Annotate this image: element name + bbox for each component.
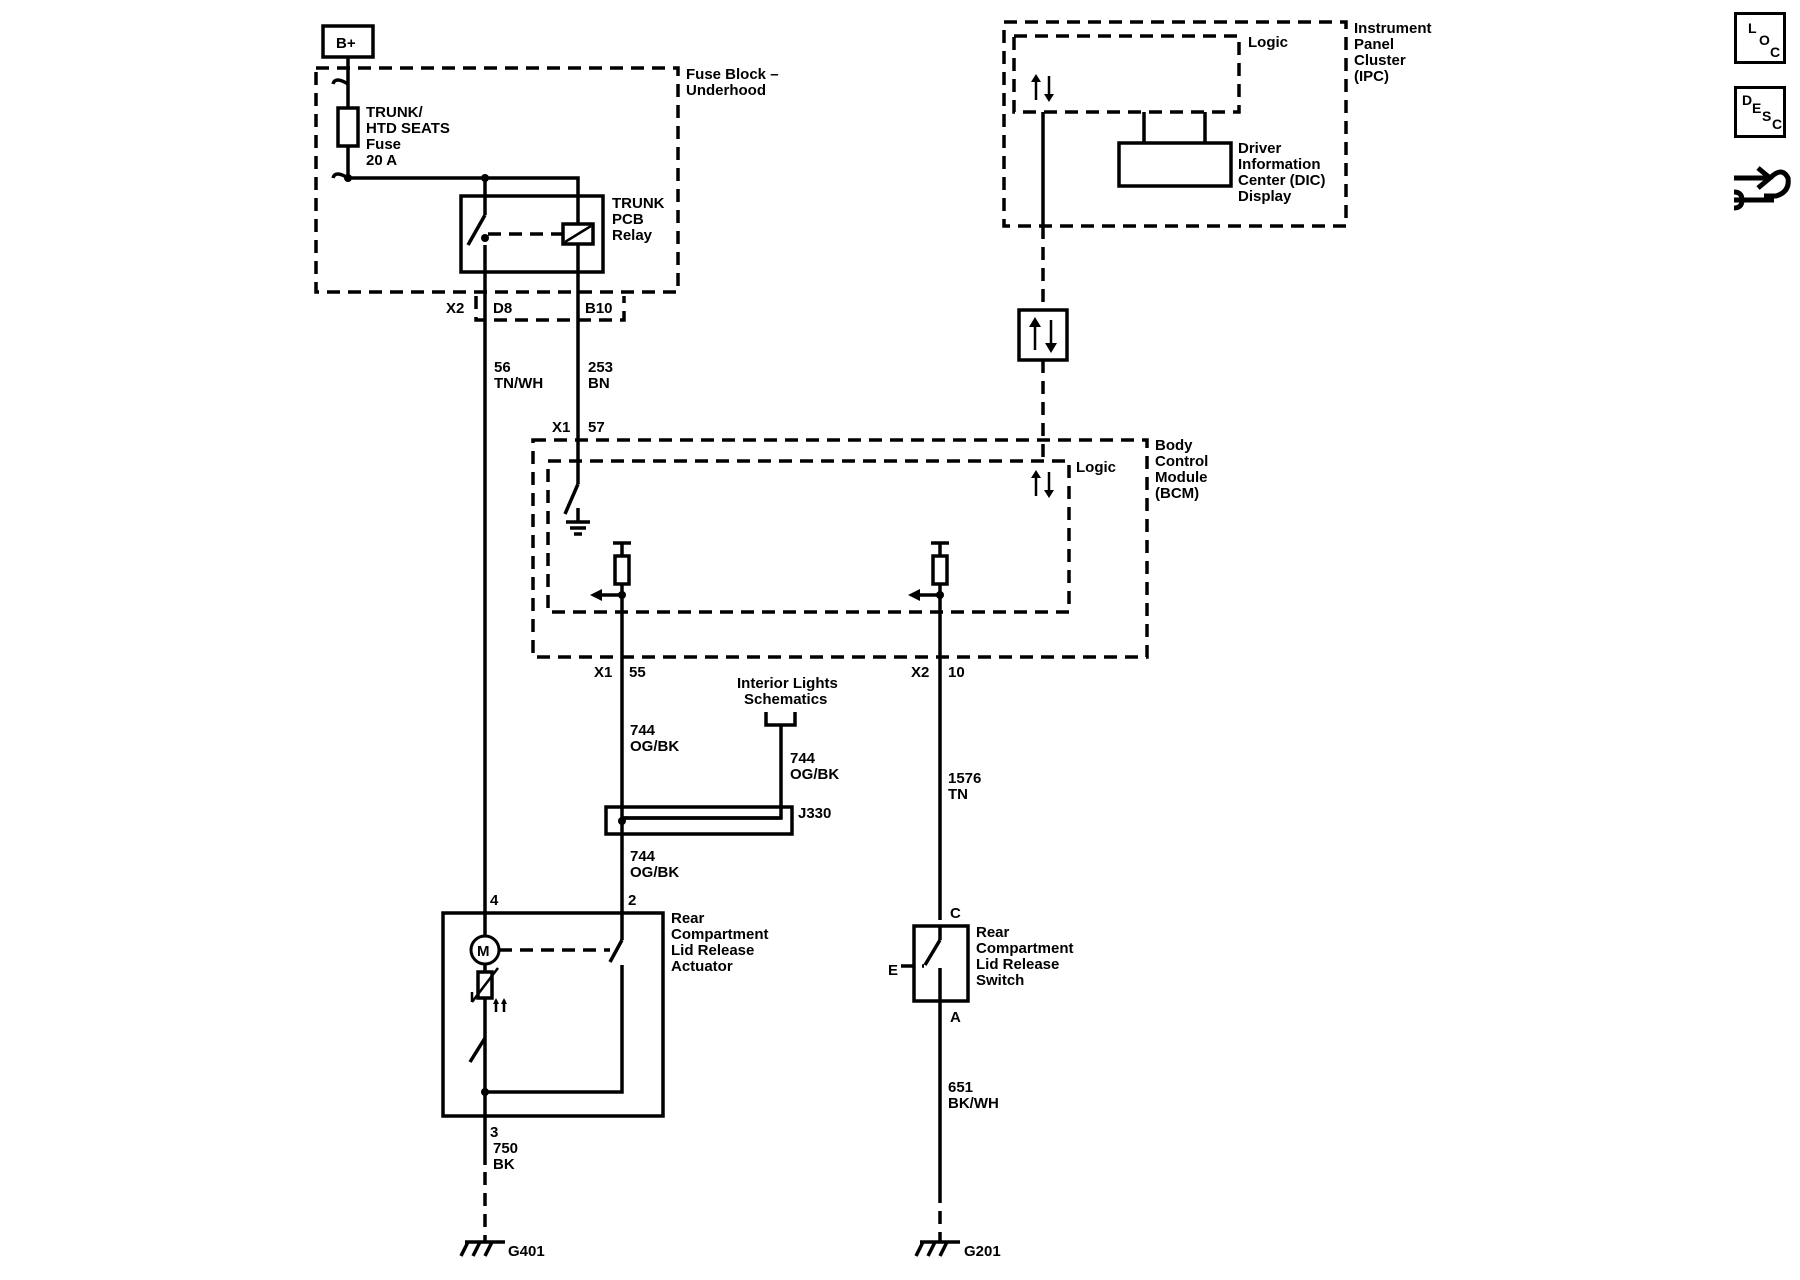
wire-744b-num: 744	[790, 750, 816, 767]
serial-data-symbol	[1017, 308, 1069, 362]
description-button[interactable]: D E S C	[1734, 86, 1786, 138]
bcm-x2-bottom: X2	[911, 664, 929, 681]
actuator-pin-3: 3	[490, 1124, 498, 1141]
desc-letter-c: C	[1772, 116, 1783, 132]
bcm-pullup-10	[931, 554, 949, 586]
conn-x2: X2	[446, 300, 464, 317]
ipc-title: Instrument	[1354, 20, 1432, 37]
relay-label-2: PCB	[612, 211, 644, 228]
bcm-x1-bottom: X1	[594, 664, 612, 681]
dic-display	[1117, 141, 1233, 188]
wire-744b-color: OG/BK	[790, 766, 839, 783]
bplus-label: B+	[336, 35, 356, 52]
bcm-module: Body Control Module (BCM) Logic X1 57	[531, 419, 1208, 681]
fuse-label-2: HTD SEATS	[366, 120, 450, 137]
wire-744a-color: OG/BK	[630, 738, 679, 755]
fuse-rating: 20 A	[366, 152, 397, 169]
actuator-label-3: Lid Release	[671, 942, 754, 959]
wire-744a-num: 744	[630, 722, 656, 739]
motor-label: M	[477, 943, 490, 960]
loc-letter-l: L	[1748, 20, 1757, 36]
wire-253-num: 253	[588, 359, 613, 376]
dic-label: Driver	[1238, 140, 1282, 157]
fuse-label: TRUNK/	[366, 104, 423, 121]
interior-lights-ref[interactable]: Interior Lights	[737, 675, 838, 692]
desc-letter-d: D	[1742, 92, 1753, 108]
fuse-20a	[336, 106, 360, 148]
ground-g201: G201	[964, 1243, 1001, 1260]
pin-d8: D8	[493, 300, 512, 317]
wire-651-num: 651	[948, 1079, 973, 1096]
desc-letter-s: S	[1762, 108, 1772, 124]
switch-label-3: Lid Release	[976, 956, 1059, 973]
wire-56-num: 56	[494, 359, 511, 376]
switch-label: Rear	[976, 924, 1010, 941]
actuator-pin-4: 4	[490, 892, 499, 909]
bcm-title-2: Control	[1155, 453, 1208, 470]
splice-j330-label: J330	[798, 805, 831, 822]
fuse-block-title: Fuse Block –	[686, 66, 779, 83]
bcm-pullup-55	[613, 554, 631, 586]
switch-pin-c: C	[950, 905, 961, 922]
bcm-title-3: Module	[1155, 469, 1208, 486]
wire-253-color: BN	[588, 375, 610, 392]
switch-label-4: Switch	[976, 972, 1024, 989]
actuator-pin-2: 2	[628, 892, 636, 909]
ipc-title-3: Cluster	[1354, 52, 1406, 69]
fuse-label-3: Fuse	[366, 136, 401, 153]
fuse-block-title-2: Underhood	[686, 82, 766, 99]
dic-label-2: Information	[1238, 156, 1321, 173]
pin-b10: B10	[585, 300, 613, 317]
lid-release-actuator: 4 2 3 Rear Compartment Lid Release Actua…	[441, 892, 769, 1141]
bcm-pin-55: 55	[629, 664, 646, 681]
loc-letter-o: O	[1759, 32, 1770, 48]
bcm-pin-10: 10	[948, 664, 965, 681]
fuse-block: Fuse Block – Underhood TRUNK/ HTD SEATS …	[314, 57, 779, 322]
loc-letter-c: C	[1770, 44, 1781, 60]
lid-release-switch: C A E Rear Compartment Lid Release Switc…	[888, 905, 1074, 1026]
wire-750-color: BK	[493, 1156, 515, 1173]
bcm-title-4: (BCM)	[1155, 485, 1199, 502]
location-button[interactable]: L O C	[1734, 12, 1786, 64]
diagnostic-wrench-icon[interactable]	[1730, 158, 1792, 220]
wire-56-color: TN/WH	[494, 375, 543, 392]
wire-744c-color: OG/BK	[630, 864, 679, 881]
wire-1576-color: TN	[948, 786, 968, 803]
wire-744c-num: 744	[630, 848, 656, 865]
ipc-module: Instrument Panel Cluster (IPC) Logic Dri…	[1002, 20, 1432, 228]
wire-1576-num: 1576	[948, 770, 981, 787]
ipc-title-4: (IPC)	[1354, 68, 1389, 85]
switch-pin-a: A	[950, 1009, 961, 1026]
dic-label-3: Center (DIC)	[1238, 172, 1326, 189]
dic-label-4: Display	[1238, 188, 1292, 205]
wire-750-num: 750	[493, 1140, 518, 1157]
interior-lights-ref-2[interactable]: Schematics	[744, 691, 827, 708]
ipc-logic-label: Logic	[1248, 34, 1288, 51]
switch-e: E	[888, 962, 898, 979]
relay-label: TRUNK	[612, 195, 665, 212]
bcm-title: Body	[1155, 437, 1193, 454]
actuator-label: Rear	[671, 910, 705, 927]
ipc-title-2: Panel	[1354, 36, 1394, 53]
relay-label-3: Relay	[612, 227, 653, 244]
bcm-pin-57: 57	[588, 419, 605, 436]
actuator-label-2: Compartment	[671, 926, 769, 943]
switch-label-2: Compartment	[976, 940, 1074, 957]
ground-g401: G401	[508, 1243, 545, 1260]
desc-letter-e: E	[1752, 100, 1762, 116]
actuator-label-4: Actuator	[671, 958, 733, 975]
wire-651-color: BK/WH	[948, 1095, 999, 1112]
splice-j330	[604, 805, 794, 836]
bcm-x1-top: X1	[552, 419, 570, 436]
bcm-logic-label: Logic	[1076, 459, 1116, 476]
